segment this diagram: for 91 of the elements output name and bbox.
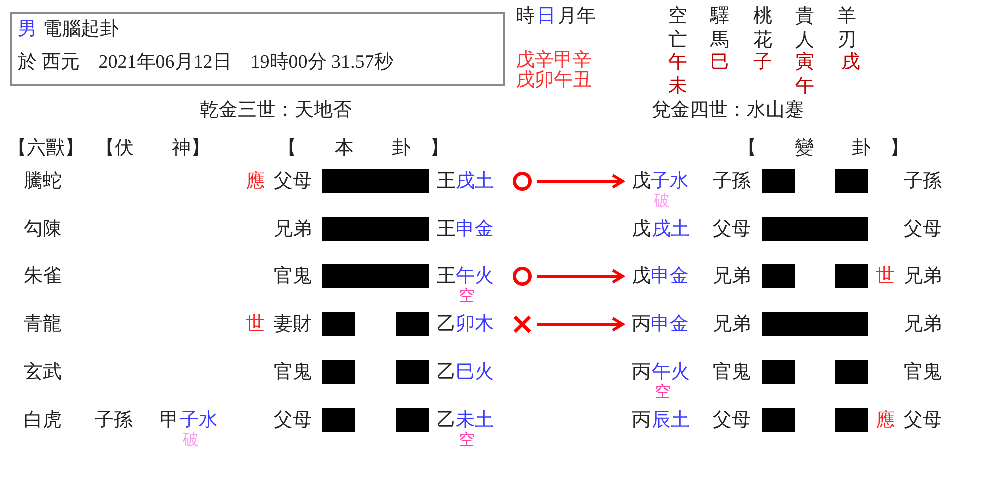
method-label: 電腦起卦 (43, 18, 119, 40)
hexagram-title: 兌金四世：水山蹇 (652, 99, 804, 121)
beast-label: 青龍 (24, 313, 62, 335)
beast-label: 玄武 (24, 361, 62, 383)
void-note: 空 (655, 383, 671, 401)
stem-label: 甲 (160, 409, 179, 431)
arrow (537, 269, 624, 284)
relative-label: 父母 (274, 170, 312, 192)
branch-label: 戌土 (456, 170, 494, 192)
relative-label: 兄弟 (904, 265, 942, 287)
branch-label: 申金 (651, 265, 689, 287)
relative-label: 父母 (274, 409, 312, 431)
stem-label: 丙 (632, 313, 651, 335)
hexagram-title: 乾金三世：天地否 (200, 99, 352, 121)
beast-label: 騰蛇 (24, 170, 62, 192)
relative-label: 父母 (713, 409, 751, 431)
shensha-value: 寅午 (795, 50, 815, 98)
branch-label: 子水 (651, 170, 689, 192)
pillar-header: 日 (537, 5, 556, 27)
stem-label: 乙 (437, 409, 456, 431)
stem-label: 乙 (437, 361, 456, 383)
shensha-value: 戌 (841, 50, 861, 74)
branch-label: 子水 (180, 409, 218, 431)
shensha-value: 子 (753, 50, 773, 74)
relative-label: 兄弟 (713, 265, 751, 287)
break-note: 破 (654, 192, 670, 210)
shensha-header: 空亡 (668, 4, 688, 52)
arrow (537, 317, 624, 332)
info-panel (10, 12, 505, 86)
shensha-value: 午未 (668, 50, 688, 98)
branch-label: 巳火 (456, 361, 494, 383)
stem-label: 丙 (632, 361, 651, 383)
relative-label: 官鬼 (274, 361, 312, 383)
stem-label: 丙 (632, 409, 651, 431)
beast-label: 朱雀 (24, 265, 62, 287)
stem-label: 戊 (632, 265, 651, 287)
branch-label: 申金 (456, 218, 494, 240)
date-time-text: 於 西元 2021年06月12日 19時00分 31.57秒 (18, 52, 394, 74)
pillar-header: 月年 (558, 5, 596, 27)
ying-marker: 應 (876, 409, 895, 431)
gender-label: 男 (18, 18, 37, 40)
column-header: 【 變 卦 】 (738, 137, 909, 159)
relative-label: 官鬼 (713, 361, 751, 383)
column-header: 【 本 卦 】 (278, 137, 449, 159)
pillar-text: 戌卯午丑 (516, 69, 592, 91)
void-note: 空 (459, 431, 475, 449)
beast-label: 勾陳 (24, 218, 62, 240)
stem-label: 王 (437, 170, 456, 192)
relative-label: 子孫 (904, 170, 942, 192)
ring-icon (513, 267, 532, 286)
ring-icon (513, 172, 532, 191)
relative-label: 官鬼 (274, 265, 312, 287)
column-header: 【伏 神】 (96, 137, 210, 159)
stem-label: 乙 (437, 313, 456, 335)
shi-marker: 世 (246, 313, 265, 335)
relative-label: 子孫 (95, 409, 133, 431)
ying-marker: 應 (246, 170, 265, 192)
beast-label: 白虎 (24, 409, 62, 431)
branch-label: 午火 (456, 265, 494, 287)
branch-label: 戌土 (652, 218, 690, 240)
shensha-header: 驛馬 (710, 4, 730, 52)
void-note: 空 (459, 287, 475, 305)
cross-icon (513, 315, 532, 334)
relative-label: 兄弟 (274, 218, 312, 240)
relative-label: 子孫 (713, 170, 751, 192)
branch-label: 辰土 (652, 409, 690, 431)
branch-label: 卯木 (456, 313, 494, 335)
branch-label: 未土 (456, 409, 494, 431)
stem-label: 戊 (632, 218, 651, 240)
relative-label: 妻財 (274, 313, 312, 335)
shensha-header: 羊刃 (837, 4, 857, 52)
column-header: 【六獸】 (8, 137, 84, 159)
shensha-header: 桃花 (753, 4, 773, 52)
break-note: 破 (183, 431, 199, 449)
shi-marker: 世 (876, 265, 895, 287)
relative-label: 父母 (713, 218, 751, 240)
shensha-value: 巳 (710, 50, 730, 74)
stem-label: 戊 (632, 170, 651, 192)
relative-label: 父母 (904, 218, 942, 240)
relative-label: 兄弟 (904, 313, 942, 335)
pillar-header: 時 (516, 5, 535, 27)
branch-label: 午火 (652, 361, 690, 383)
relative-label: 官鬼 (904, 361, 942, 383)
arrow (537, 174, 624, 189)
relative-label: 父母 (904, 409, 942, 431)
branch-label: 申金 (651, 313, 689, 335)
pillar-text: 戊辛甲辛 (516, 49, 592, 71)
stem-label: 王 (437, 265, 456, 287)
stem-label: 王 (437, 218, 456, 240)
shensha-header: 貴人 (795, 4, 815, 52)
relative-label: 兄弟 (713, 313, 751, 335)
